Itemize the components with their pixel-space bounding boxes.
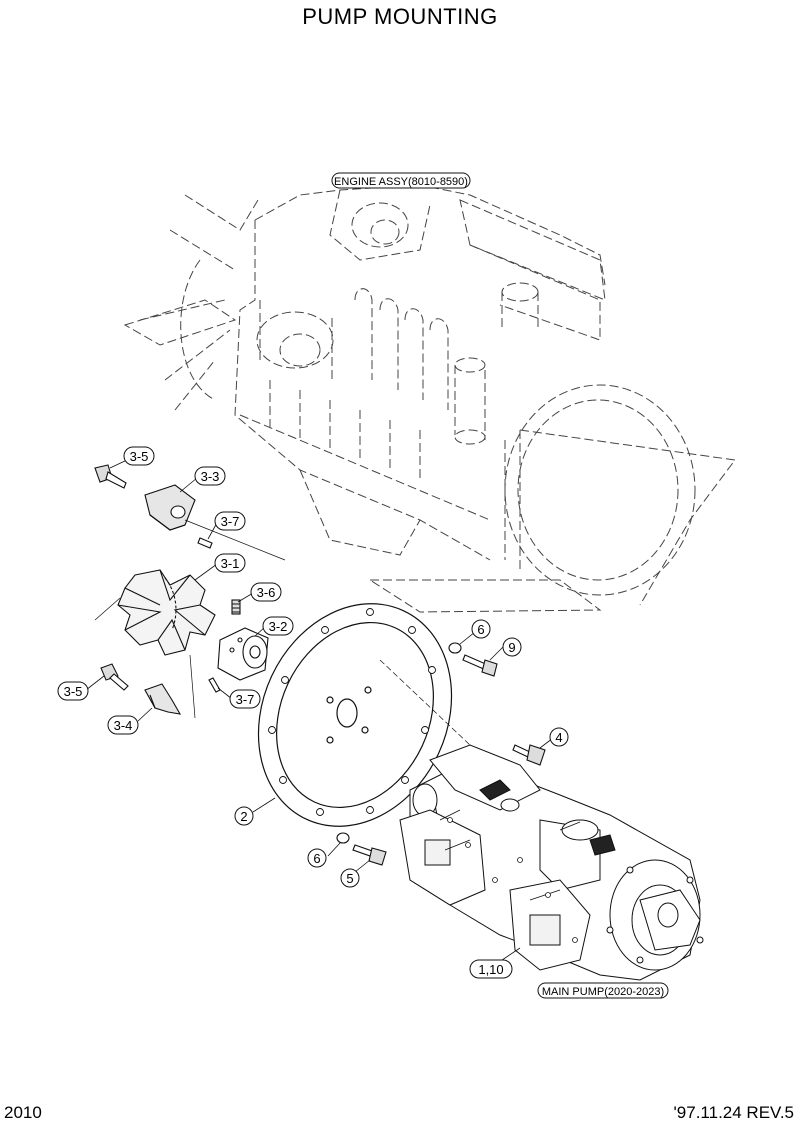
callout-5-bubble bbox=[340, 868, 360, 888]
coupling-plate-2 bbox=[257, 603, 471, 827]
callout-3-6: 3-6 bbox=[257, 585, 276, 600]
callout-3-1: 3-1 bbox=[221, 556, 240, 571]
callout-3-1-bubble bbox=[214, 553, 246, 573]
callout-4: 4 bbox=[555, 730, 562, 745]
callout-3-5-bottom-bubble bbox=[57, 681, 89, 701]
callout-3-3-bubble bbox=[194, 466, 226, 486]
callout-6-top: 6 bbox=[477, 622, 484, 637]
fasteners bbox=[336, 642, 546, 866]
callout-2-bubble bbox=[234, 806, 254, 826]
bolt-9 bbox=[462, 654, 498, 677]
bolt-4 bbox=[512, 744, 546, 766]
callout-3-4-bubble bbox=[107, 715, 139, 735]
revision-date: '97.11.24 REV.5 bbox=[673, 1103, 794, 1122]
callout-3-5-top-bubble bbox=[123, 446, 155, 466]
callout-5: 5 bbox=[346, 871, 353, 886]
main-pump-drawing bbox=[399, 744, 704, 981]
main-pump-label: MAIN PUMP(2020-2023) bbox=[542, 986, 664, 998]
callout-2: 2 bbox=[240, 809, 247, 824]
callout-6-top-bubble bbox=[471, 619, 491, 639]
bolt-3-5-bottom bbox=[100, 663, 129, 691]
callout-3-7-bottom: 3-7 bbox=[236, 692, 255, 707]
callout-9: 9 bbox=[508, 640, 515, 655]
set-screw-3-6 bbox=[231, 599, 241, 615]
coupling-parts bbox=[94, 464, 286, 719]
callout-4-bubble bbox=[549, 727, 569, 747]
hub-3-2 bbox=[217, 627, 269, 681]
callout-3-2: 3-2 bbox=[269, 619, 288, 634]
washer-6-bottom bbox=[336, 832, 350, 844]
bolt-3-5-top bbox=[94, 464, 127, 489]
callout-1-10: 1,10 bbox=[478, 962, 503, 977]
callouts bbox=[57, 172, 669, 999]
callout-3-3: 3-3 bbox=[201, 469, 220, 484]
main-pump-label-box bbox=[537, 982, 669, 999]
rubber-element-3-1 bbox=[117, 569, 216, 656]
block-3-4 bbox=[144, 683, 182, 715]
callout-1-10-bubble bbox=[469, 959, 513, 979]
bolt-5 bbox=[352, 844, 387, 866]
page-number: 2010 bbox=[4, 1103, 42, 1122]
callout-text: 3-5 3-3 3-7 3-1 3-6 3-2 3-7 3-5 3-4 2 6 … bbox=[64, 176, 665, 998]
callout-3-2-bubble bbox=[262, 616, 294, 636]
callout-3-5-bottom: 3-5 bbox=[64, 684, 83, 699]
pin-3-7-bottom bbox=[208, 677, 221, 693]
pin-3-7-top bbox=[197, 537, 213, 549]
page-title: PUMP MOUNTING bbox=[302, 4, 498, 29]
washer-6-top bbox=[448, 642, 462, 654]
engine-assy-label: ENGINE ASSY(8010-8590) bbox=[334, 176, 468, 188]
callout-3-4: 3-4 bbox=[114, 718, 133, 733]
engine-assembly-drawing bbox=[123, 184, 736, 613]
callout-3-7-bottom-bubble bbox=[229, 689, 261, 709]
callout-6-bottom: 6 bbox=[313, 851, 320, 866]
clamp-3-3 bbox=[144, 484, 196, 531]
callout-3-7-top: 3-7 bbox=[221, 514, 240, 529]
callout-9-bubble bbox=[502, 637, 522, 657]
callout-6-bottom-bubble bbox=[307, 848, 327, 868]
callout-3-6-bubble bbox=[250, 582, 282, 602]
engine-assy-label-box bbox=[331, 172, 471, 189]
callout-3-7-top-bubble bbox=[214, 511, 246, 531]
callout-3-5-top: 3-5 bbox=[130, 449, 149, 464]
